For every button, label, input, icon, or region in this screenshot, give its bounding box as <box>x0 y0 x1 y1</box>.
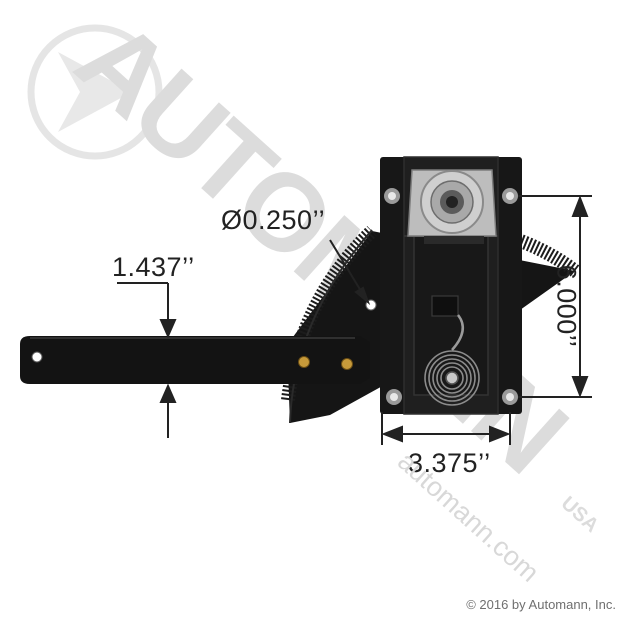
watermark-logo-mark <box>58 52 132 132</box>
brass-rivet <box>298 356 310 368</box>
mount-bolt <box>502 188 518 204</box>
copyright-text: © 2016 by Automann, Inc. <box>466 597 616 612</box>
crank-housing <box>407 169 497 244</box>
dimension-label-mount-height: 6.000’’ <box>551 264 582 348</box>
dimension-label-mount-width: 3.375’’ <box>408 448 491 478</box>
watermark-logo-circle <box>27 24 163 160</box>
dimension-lines <box>117 195 592 445</box>
mount-bolt <box>386 389 402 405</box>
mounting-plate <box>380 156 522 415</box>
brass-rivet <box>341 358 353 370</box>
arm-end-hole <box>31 351 43 363</box>
spiral-spring <box>424 314 480 406</box>
mount-bolt <box>502 389 518 405</box>
mount-bolt <box>384 188 400 204</box>
dimension-label-hole-diameter: Ø0.250’’ <box>221 205 326 235</box>
dimension-label-arm-width: 1.437’’ <box>112 252 195 282</box>
watermark-logo-suffix: USA <box>557 492 603 537</box>
lift-arm <box>20 336 370 384</box>
